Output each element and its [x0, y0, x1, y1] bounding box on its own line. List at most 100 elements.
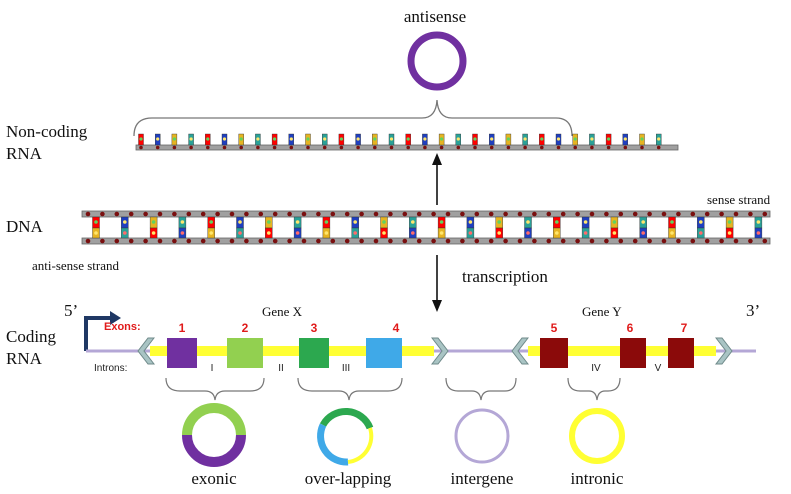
backbone-bead	[330, 238, 336, 244]
antisense-label: antisense	[404, 7, 466, 26]
dna-base-pair	[524, 216, 532, 239]
backbone-bead	[416, 211, 422, 217]
backbone-bead	[532, 238, 537, 244]
backbone-bead	[762, 211, 768, 217]
arrowhead-up-icon	[432, 153, 442, 165]
tss-arrowhead-icon	[110, 311, 121, 325]
ncrna-base	[188, 133, 194, 150]
backbone-bead	[445, 238, 451, 244]
dna-base-pair	[92, 216, 100, 239]
arrowhead-down-icon	[432, 300, 442, 312]
dna-base-pair	[409, 216, 417, 239]
overlapping-circle	[317, 408, 374, 466]
ncrna-base	[322, 133, 328, 150]
backbone-bead	[748, 238, 753, 244]
exon-number: 6	[627, 321, 634, 335]
exon-box	[668, 338, 694, 368]
backbone-bead	[172, 238, 177, 244]
intron-label: II	[278, 363, 284, 374]
dna-base-pair	[697, 216, 705, 239]
backbone-bead	[316, 211, 321, 217]
backbone-bead	[733, 211, 739, 217]
backbone-bead	[330, 211, 336, 217]
dna-base-pair	[437, 216, 446, 239]
backbone-bead	[85, 238, 91, 244]
backbone-bead	[359, 211, 364, 217]
backbone-bead	[460, 211, 465, 217]
ncrna-base	[605, 133, 612, 150]
three-prime-label: 3’	[746, 301, 760, 320]
exon-box	[227, 338, 263, 368]
backbone-bead	[488, 211, 494, 217]
sense-strand-label: sense strand	[707, 192, 771, 207]
ncrna-base	[271, 133, 278, 150]
backbone-bead	[532, 211, 537, 217]
backbone-bead	[589, 238, 595, 244]
backbone-bead	[172, 211, 177, 217]
backbone-bead	[474, 211, 480, 217]
backbone-bead	[373, 211, 379, 217]
dna-base-pair	[265, 216, 273, 239]
backbone-bead	[733, 238, 739, 244]
backbone-bead	[229, 238, 235, 244]
ncrna-base	[489, 133, 495, 150]
backbone-bead	[748, 211, 753, 217]
backbone-bead	[114, 211, 120, 217]
introns-label: Introns:	[94, 363, 127, 374]
backbone-bead	[128, 238, 134, 244]
ncrna-base	[388, 133, 395, 150]
backbone-bead	[589, 211, 595, 217]
backbone-bead	[402, 238, 408, 244]
exon-7: 7	[668, 321, 694, 368]
backbone-bead	[186, 238, 192, 244]
ncrna-base	[305, 133, 311, 150]
backbone-bead	[503, 211, 508, 217]
backbone-bead	[200, 211, 206, 217]
intronic-circle	[569, 408, 625, 464]
dna-base-pair	[121, 216, 129, 239]
noncoding-rna-strand	[135, 133, 679, 151]
ncrna-base	[372, 133, 378, 150]
exonic-label: exonic	[191, 469, 237, 488]
ncrna-base	[455, 133, 461, 150]
exon-number: 5	[551, 321, 558, 335]
backbone-bead	[762, 238, 768, 244]
dna-base-pair	[380, 216, 388, 239]
backbone-bead	[157, 238, 163, 244]
ncrna-base	[338, 133, 345, 150]
exon-4: 4	[366, 321, 402, 368]
antisense-brace	[133, 99, 573, 137]
dna-base-pair	[207, 216, 215, 239]
backbone-bead	[719, 238, 724, 244]
overlapping-label: over-lapping	[305, 469, 392, 488]
dna-label: DNA	[6, 217, 44, 236]
antisense-strand-label: anti-sense strand	[32, 258, 120, 273]
dna-double-helix	[81, 210, 771, 245]
ncrna-base	[555, 133, 562, 150]
backbone-bead	[244, 238, 249, 244]
intron-label: I	[211, 363, 214, 374]
gene-x-label: Gene X	[262, 304, 303, 319]
ncrna-base	[656, 133, 662, 150]
intron-label: V	[655, 363, 662, 374]
backbone-bead	[287, 211, 292, 217]
ncrna-base	[288, 133, 294, 150]
backbone-bead	[244, 211, 249, 217]
backbone-bead	[647, 238, 652, 244]
gene-y-label: Gene Y	[582, 304, 622, 319]
exon-number: 1	[179, 321, 186, 335]
backbone-bead	[560, 238, 566, 244]
backbone-bead	[344, 238, 350, 244]
backbone-bead	[676, 238, 681, 244]
backbone-bead	[287, 238, 292, 244]
coding-label-line2: RNA	[6, 349, 43, 368]
backbone-bead	[575, 211, 580, 217]
dna-base-pair	[466, 216, 475, 239]
backbone-bead	[157, 211, 163, 217]
backbone-bead	[690, 238, 696, 244]
dna-base-pair	[553, 216, 561, 239]
exon-5: 5	[540, 321, 568, 368]
ncrna-base	[572, 133, 578, 150]
exon-box	[299, 338, 329, 368]
